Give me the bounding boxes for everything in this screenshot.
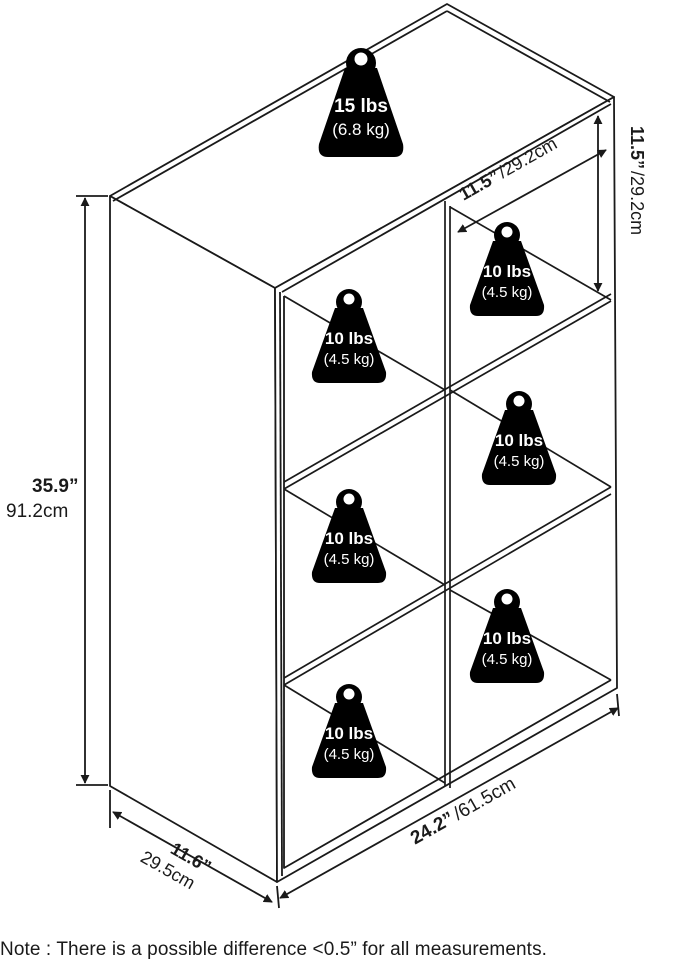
svg-text:10 lbs: 10 lbs — [483, 262, 531, 281]
svg-text:(4.5 kg): (4.5 kg) — [324, 351, 375, 368]
cube-depth-arrow — [457, 149, 607, 233]
svg-text:10 lbs: 10 lbs — [325, 724, 373, 743]
svg-text:(4.5 kg): (4.5 kg) — [324, 746, 375, 763]
weight-icon-r2-left: 10 lbs (4.5 kg) — [311, 489, 387, 583]
weight-icon-r1-right: 10 lbs (4.5 kg) — [469, 222, 545, 316]
svg-text:91.2cm: 91.2cm — [6, 501, 68, 522]
svg-text:15 lbs: 15 lbs — [334, 96, 388, 117]
svg-text:35.9”: 35.9” — [32, 476, 78, 497]
weight-icon-r1-left: 10 lbs (4.5 kg) — [311, 289, 387, 383]
width-arrow — [279, 707, 619, 899]
depth-arrow — [112, 811, 273, 903]
svg-text:(4.5 kg): (4.5 kg) — [494, 453, 545, 470]
height-label: 35.9” 91.2cm — [6, 476, 78, 522]
svg-text:10 lbs: 10 lbs — [325, 529, 373, 548]
svg-text:(4.5 kg): (4.5 kg) — [324, 551, 375, 568]
measurement-note: Note : There is a possible difference <0… — [0, 939, 548, 960]
svg-text:(6.8 kg): (6.8 kg) — [332, 120, 390, 139]
weight-icon-top: 15 lbs (6.8 kg) — [318, 48, 404, 157]
weight-icon-r3-right: 10 lbs (4.5 kg) — [469, 589, 545, 683]
svg-text:10 lbs: 10 lbs — [325, 329, 373, 348]
svg-text:(4.5 kg): (4.5 kg) — [482, 651, 533, 668]
svg-text:10 lbs: 10 lbs — [483, 629, 531, 648]
dimension-lines — [76, 115, 620, 909]
svg-text:10 lbs: 10 lbs — [495, 431, 543, 450]
weight-icon-r3-left: 10 lbs (4.5 kg) — [311, 684, 387, 778]
svg-text:(4.5 kg): (4.5 kg) — [482, 284, 533, 301]
cube-height-label: 11.5”/29.2cm — [627, 126, 647, 235]
weight-icon-r2-right: 10 lbs (4.5 kg) — [481, 391, 557, 485]
svg-text:11.5”/29.2cm: 11.5”/29.2cm — [627, 126, 647, 235]
